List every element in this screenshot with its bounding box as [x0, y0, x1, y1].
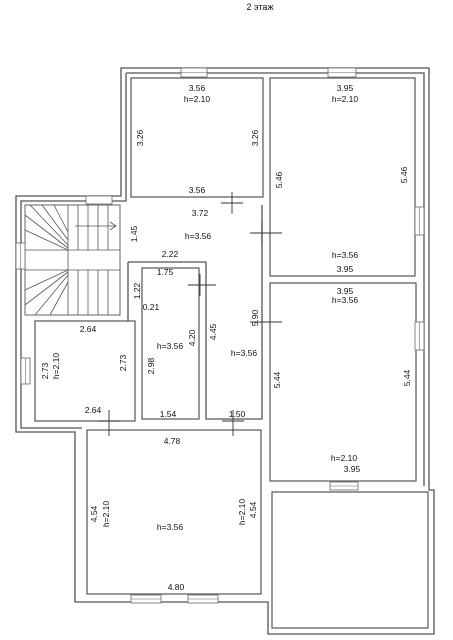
outer-wall — [15, 67, 435, 635]
dim-top-right-side-left: 5.46 — [274, 171, 284, 188]
label-passage-height: h=3.56 — [231, 348, 258, 358]
dim-bottom-big-width-top: 4.78 — [164, 436, 181, 446]
label-left-small-height: h=2.10 — [51, 353, 61, 380]
dim-top-left-width-top: 3.56 — [189, 83, 206, 93]
dim-right-middle-width-bottom: 3.95 — [344, 464, 361, 474]
dim-corridor-side-left2: 2.98 — [146, 357, 156, 374]
dim-top-right-side-right: 5.46 — [399, 166, 409, 183]
dim-right-middle-side-left: 5.44 — [272, 371, 282, 388]
dim-corridor-side-left: 1.22 — [132, 282, 142, 299]
dim-left-small-width-bottom: 2.64 — [85, 405, 102, 415]
dim-right-middle-side-right: 5.44 — [402, 369, 412, 386]
dim-top-right-width-top: 3.95 — [337, 83, 354, 93]
dim-right-middle-width-top: 3.95 — [337, 286, 354, 296]
room-bottom-right-annex — [271, 491, 429, 629]
label-right-middle-height-bottom: h=2.10 — [331, 453, 358, 463]
room-corridor — [141, 267, 200, 420]
room-left-small — [34, 320, 136, 422]
dim-top-left-side-left: 3.26 — [135, 129, 145, 146]
dim-hall-side-left: 1.45 — [129, 225, 139, 242]
dim-hall-width-mid: 2.22 — [162, 249, 179, 259]
label-bottom-big-height-right: h=2.10 — [237, 499, 247, 526]
label-hall-height: h=3.56 — [185, 231, 212, 241]
dim-left-small-side-left: 2.73 — [40, 362, 50, 379]
dim-top-right-width-bottom: 3.95 — [337, 264, 354, 274]
dim-bottom-big-width-bottom: 4.80 — [168, 582, 185, 592]
room-bottom-big — [86, 429, 262, 595]
label-corridor-height: h=3.56 — [157, 341, 184, 351]
label-right-middle-height-top: h=3.56 — [332, 295, 359, 305]
label-top-right-height-bottom: h=3.56 — [332, 250, 359, 260]
dim-corridor-width-bottom: 1.54 — [160, 409, 177, 419]
dim-corridor-side-right: 4.20 — [187, 329, 197, 346]
dim-passage-side-left: 4.45 — [208, 323, 218, 340]
room-top-left — [130, 77, 264, 198]
dim-left-small-side-right: 2.73 — [118, 354, 128, 371]
label-top-right-height-top: h=2.10 — [332, 94, 359, 104]
dim-left-small-width-top: 2.64 — [80, 324, 97, 334]
doors — [98, 192, 282, 436]
dim-corridor-width-top: 1.75 — [157, 267, 174, 277]
stairs — [24, 204, 121, 316]
plan-title: 2 этаж — [247, 2, 274, 12]
label-bottom-big-height-left: h=2.10 — [101, 501, 111, 528]
dim-top-left-width-bottom: 3.56 — [189, 185, 206, 195]
dim-passage-side-right: 5.90 — [250, 309, 260, 326]
windows — [15, 67, 425, 604]
dim-top-left-side-right: 3.26 — [250, 129, 260, 146]
label-top-left-height: h=2.10 — [184, 94, 211, 104]
dim-bottom-big-side-left: 4.54 — [89, 505, 99, 522]
dim-bottom-big-side-right: 4.54 — [248, 501, 258, 518]
label-bottom-big-height: h=3.56 — [157, 522, 184, 532]
dim-corridor-small: 0.21 — [143, 302, 160, 312]
dim-hall-width-top: 3.72 — [192, 208, 209, 218]
dim-passage-width-bottom: 1.50 — [229, 409, 246, 419]
room-right-middle — [269, 282, 417, 482]
hall-walls — [128, 205, 263, 420]
room-top-right — [269, 77, 416, 277]
